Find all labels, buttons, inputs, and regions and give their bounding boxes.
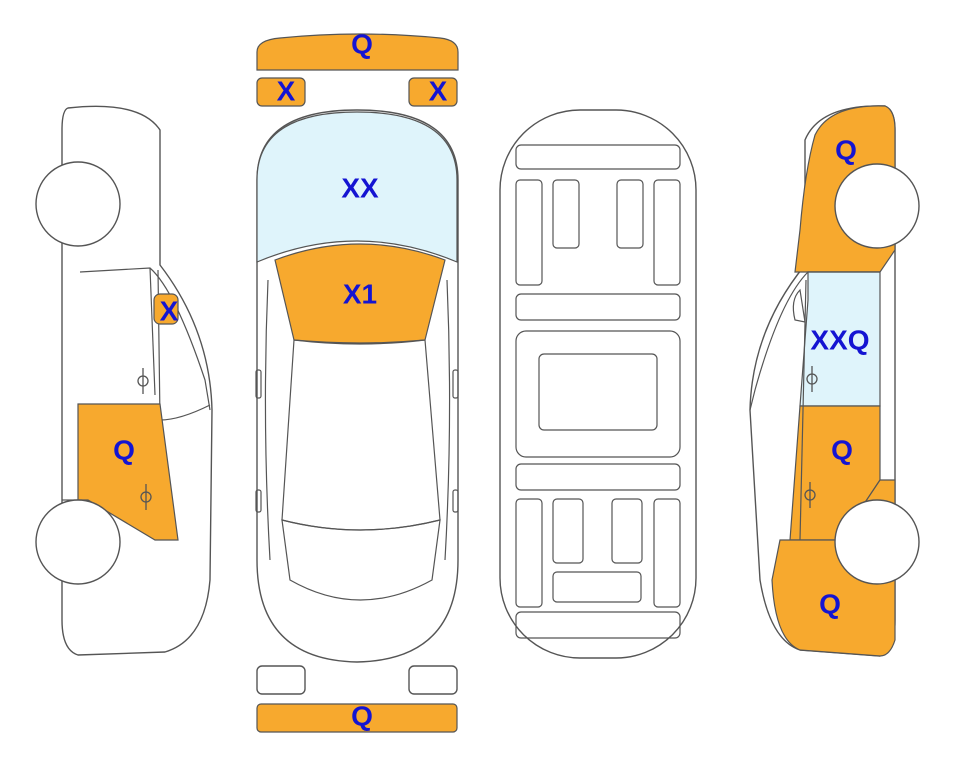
- right-side-mirror-outline: [792, 288, 806, 323]
- top-left-handle: [255, 489, 262, 513]
- top-right-handle: [452, 489, 459, 513]
- taillight-left: [256, 665, 306, 695]
- right-side-roofline: [749, 271, 880, 411]
- right-window-mark: XXQ: [810, 324, 869, 355]
- left-mirror-mark: X: [160, 295, 179, 326]
- car-top-view: Q X X XX X1 Q: [255, 28, 459, 733]
- underbody-front-right-rail: [653, 179, 681, 286]
- car-right-side-view: Q XXQ Q Q: [749, 105, 920, 657]
- underbody-cross-bar-2: [515, 463, 681, 491]
- taillight-right: [408, 665, 458, 695]
- left-front-wheel-icon: [35, 499, 121, 585]
- top-left-mirror: [255, 369, 262, 399]
- left-front-door-mark: Q: [113, 434, 135, 465]
- headlight-left-panel[interactable]: [256, 77, 306, 107]
- hood-mark: X1: [343, 278, 377, 309]
- underbody-rear-right-rail: [653, 498, 681, 608]
- right-rear-door-mark: Q: [831, 434, 853, 465]
- underbody-rear-right-block: [611, 498, 643, 564]
- car-left-side-view: Q X: [35, 105, 213, 656]
- underbody-spare-well: [552, 571, 642, 603]
- hood-panel[interactable]: [274, 243, 446, 345]
- right-front-wheel-icon: [834, 163, 920, 249]
- underbody-front-left-block: [552, 179, 580, 249]
- right-rear-wheel-icon: [834, 499, 920, 585]
- left-rear-wheel-icon: [35, 161, 121, 247]
- left-rear-door-handle-icon: [137, 368, 149, 394]
- top-left-door-line: [264, 279, 271, 561]
- rear-bumper-mark: Q: [351, 700, 373, 731]
- headlight-right-mark: X: [429, 75, 448, 106]
- underbody-rear-left-rail: [515, 498, 543, 608]
- front-bumper-panel[interactable]: [256, 33, 459, 71]
- headlight-right-panel[interactable]: [408, 77, 458, 107]
- right-rear-door-handle-icon: [806, 366, 818, 392]
- left-side-b-pillar: [149, 267, 156, 396]
- right-front-door-handle-icon: [804, 482, 816, 508]
- headlight-left-mark: X: [277, 75, 296, 106]
- underbody-front-left-rail: [515, 179, 543, 286]
- underbody-cross-bar-1: [515, 293, 681, 321]
- left-front-door-handle-icon: [140, 484, 152, 510]
- top-right-mirror: [452, 369, 459, 399]
- underbody-rear-bar: [515, 611, 681, 639]
- top-body-outline: [256, 109, 459, 663]
- right-side-b-pillar: [799, 279, 807, 541]
- top-rear-window: [281, 519, 441, 601]
- rear-bumper-panel[interactable]: [256, 703, 458, 733]
- windshield-mark: XX: [341, 172, 379, 203]
- right-rear-quarter-mark: Q: [819, 588, 841, 619]
- underbody-outline: [499, 109, 697, 659]
- underbody-rear-left-block: [552, 498, 584, 564]
- underbody-center-tunnel: [538, 353, 658, 431]
- underbody-front-right-block: [616, 179, 644, 249]
- car-underbody-view: [499, 109, 697, 659]
- underbody-floor-pan: [515, 330, 681, 458]
- right-front-fender-mark: Q: [835, 134, 857, 165]
- front-bumper-mark: Q: [351, 28, 373, 59]
- underbody-front-bar: [515, 144, 681, 170]
- windshield-panel[interactable]: [256, 111, 458, 263]
- top-right-door-line: [444, 279, 451, 561]
- left-mirror-panel[interactable]: [153, 293, 179, 325]
